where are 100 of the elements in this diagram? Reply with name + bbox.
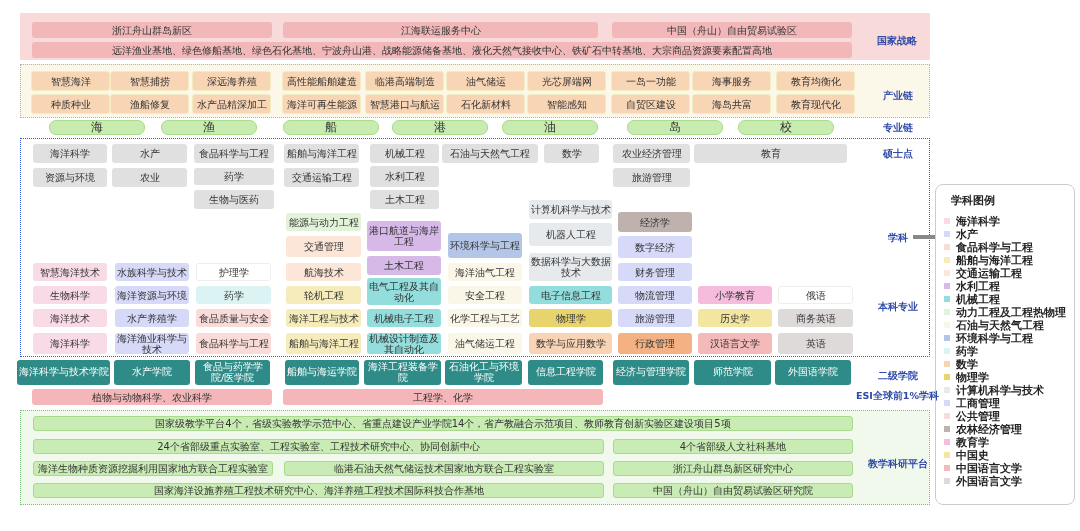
strategy-box: 远洋渔业基地、绿色修船基地、绿色石化基地、宁波舟山港、战略能源储备基地、液化天然气接收中心、铁矿石中转基地、大宗商品资源要素配置高地 xyxy=(32,42,852,58)
subject-box: 数字经济 xyxy=(618,236,692,258)
subject-box: 小学教育 xyxy=(698,286,772,304)
chain-pill: 渔 xyxy=(161,120,257,135)
legend-label: 药学 xyxy=(956,345,978,357)
subject-box: 海洋工程与技术 xyxy=(286,309,361,327)
subject-box: 药学 xyxy=(196,286,271,304)
college-box: 石油化工与环境学院 xyxy=(445,360,522,385)
legend-label: 水利工程 xyxy=(956,280,1000,292)
industry-box: 深远海养殖 xyxy=(192,71,271,91)
industry-box: 海事服务 xyxy=(692,71,771,91)
subject-box: 机械工程 xyxy=(370,144,439,163)
subject-box: 水族科学与技术 xyxy=(115,263,189,281)
subject-box: 土木工程 xyxy=(367,256,441,275)
subject-box: 机械电子工程 xyxy=(367,309,441,327)
college-box: 海洋工程装备学院 xyxy=(364,360,441,385)
esi-box: 工程学、化学 xyxy=(283,389,603,405)
chain-pill: 船 xyxy=(283,120,379,135)
legend-label: 水产 xyxy=(956,228,978,240)
subject-box: 安全工程 xyxy=(448,286,522,304)
subject-box: 商务英语 xyxy=(778,309,853,327)
industry-box: 水产品精深加工 xyxy=(192,94,271,114)
subject-box: 食品科学与工程 xyxy=(194,144,274,163)
strategy-box: 浙江舟山群岛新区 xyxy=(32,22,272,38)
subject-box: 水产 xyxy=(112,144,187,163)
legend-label: 农林经济管理 xyxy=(956,423,1022,435)
section-heading: 教学科研平台 xyxy=(867,458,929,471)
section-heading: 学科 xyxy=(887,232,909,245)
subject-box: 数学 xyxy=(544,144,599,163)
subject-box: 资源与环境 xyxy=(33,168,107,187)
subject-box: 旅游管理 xyxy=(618,309,692,327)
subject-box: 智慧海洋技术 xyxy=(33,263,107,281)
subject-box: 海洋科学 xyxy=(33,144,107,163)
strategy-box: 中国（舟山）自由贸易试验区 xyxy=(612,22,852,38)
subject-box: 食品科学与工程 xyxy=(196,333,271,354)
subject-box: 物流管理 xyxy=(618,286,692,304)
legend-label: 交通运输工程 xyxy=(956,267,1022,279)
industry-box: 海岛共富 xyxy=(692,94,771,114)
industry-box: 智能感知 xyxy=(527,94,606,114)
subject-box: 生物与医药 xyxy=(194,190,274,209)
subject-box: 食品质量与安全 xyxy=(196,309,271,327)
platform-panel xyxy=(20,410,930,505)
college-box: 经济与管理学院 xyxy=(613,360,689,385)
legend-label: 物理学 xyxy=(956,371,989,383)
subject-box: 海洋渔业科学与技术 xyxy=(115,333,189,354)
subject-box: 水利工程 xyxy=(370,166,439,187)
subject-box: 海洋油气工程 xyxy=(448,263,522,281)
platform-box: 国家级教学平台4个，省级实验教学示范中心、省重点建设产业学院14个，省产教融合示范项目、教师教育创新实验区建设项目5项 xyxy=(33,416,853,431)
industry-box: 教育均衡化 xyxy=(776,71,855,91)
subject-box: 电子信息工程 xyxy=(529,286,612,304)
legend-label: 工商管理 xyxy=(956,397,1000,409)
platform-box: 4个省部级人文社科基地 xyxy=(613,439,853,454)
industry-box: 智慧捕捞 xyxy=(110,71,189,91)
row-label: 二级学院 xyxy=(876,370,919,383)
legend-label: 外国语言文学 xyxy=(956,475,1022,487)
subject-box: 数学与应用数学 xyxy=(529,333,612,354)
college-box: 海洋科学与技术学院 xyxy=(17,360,110,385)
platform-box: 国家海洋设施养殖工程技术研究中心、海洋养殖工程技术国际科技合作基地 xyxy=(33,483,604,498)
subject-box: 油气储运工程 xyxy=(448,333,522,354)
legend-label: 食品科学与工程 xyxy=(956,241,1033,253)
subject-box: 经济学 xyxy=(618,212,692,232)
chain-pill: 校 xyxy=(738,120,834,135)
chain-pill: 港 xyxy=(392,120,488,135)
platform-box: 24个省部级重点实验室、工程实验室、工程技术研究中心、协同创新中心 xyxy=(33,439,604,454)
industry-box: 渔船修复 xyxy=(110,94,189,114)
subject-box: 农业经济管理 xyxy=(613,144,690,163)
subject-box: 港口航道与海岸工程 xyxy=(367,221,441,251)
college-box: 师范学院 xyxy=(694,360,771,385)
subject-box: 化学工程与工艺 xyxy=(448,309,522,327)
industry-box: 石化新材料 xyxy=(446,94,525,114)
strategy-box: 江海联运服务中心 xyxy=(283,22,598,38)
legend-label: 动力工程及工程热物理 xyxy=(956,306,1066,318)
legend-label: 数学 xyxy=(956,358,978,370)
industry-box: 自贸区建设 xyxy=(611,94,690,114)
chain-pill: 岛 xyxy=(627,120,723,135)
subject-box: 交通运输工程 xyxy=(284,168,359,187)
section-heading: 国家战略 xyxy=(876,35,918,48)
subject-box: 农业 xyxy=(112,168,187,187)
subject-box: 英语 xyxy=(778,333,853,354)
subject-box: 石油与天然气工程 xyxy=(442,144,538,163)
section-heading: 本科专业 xyxy=(877,301,919,314)
subject-box: 生物科学 xyxy=(33,286,107,304)
industry-box: 一岛一功能 xyxy=(611,71,690,91)
subject-box: 交通管理 xyxy=(286,236,361,257)
subject-box: 财务管理 xyxy=(618,263,692,281)
subject-box: 机械设计制造及其自动化 xyxy=(367,333,441,354)
subject-box: 历史学 xyxy=(698,309,772,327)
connector-line xyxy=(913,235,935,239)
legend-label: 教育学 xyxy=(956,436,989,448)
legend-label: 船舶与海洋工程 xyxy=(956,254,1033,266)
legend-label: 石油与天然气工程 xyxy=(956,319,1044,331)
subject-box: 土木工程 xyxy=(370,190,439,209)
legend-label: 机械工程 xyxy=(956,293,1000,305)
section-heading: 硕士点 xyxy=(882,148,914,161)
subject-box: 俄语 xyxy=(778,286,853,304)
platform-box: 浙江舟山群岛新区研究中心 xyxy=(613,461,853,476)
industry-box: 种质种业 xyxy=(31,94,110,114)
industry-box: 教育现代化 xyxy=(776,94,855,114)
subject-box: 电气工程及其自动化 xyxy=(367,278,441,305)
college-box: 信息工程学院 xyxy=(528,360,603,385)
